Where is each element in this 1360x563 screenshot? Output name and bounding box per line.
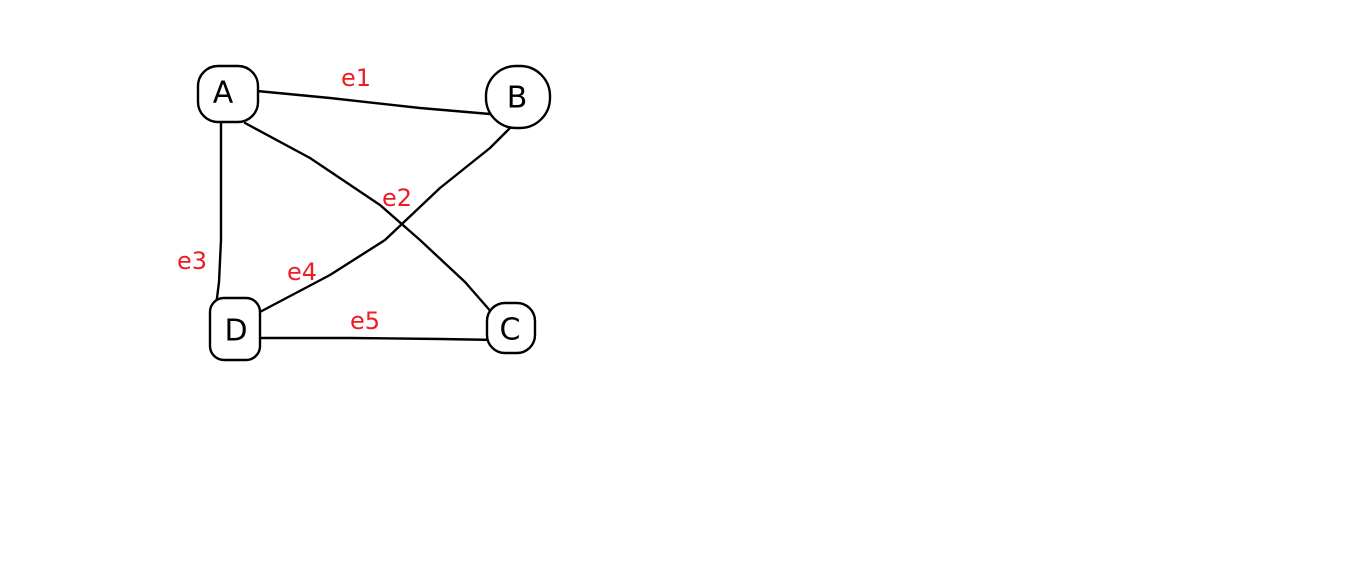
node-D: D: [208, 296, 262, 362]
edge-e4: [256, 122, 516, 315]
node-A-circle: [196, 64, 260, 124]
node-C-label: C: [500, 313, 521, 348]
node-B-label: B: [507, 81, 528, 116]
node-B: B: [484, 64, 552, 130]
edge-labels-layer: e1 e2 e3 e4 e5: [177, 64, 412, 335]
node-B-circle: [484, 64, 552, 130]
edges-layer: [214, 89, 516, 342]
edge-e2: [243, 121, 502, 324]
edge-label-e5: e5: [350, 307, 380, 335]
edge-e5: [256, 336, 500, 342]
node-D-circle: [208, 296, 262, 362]
node-C: C: [485, 301, 537, 355]
node-D-label: D: [224, 314, 247, 349]
node-C-circle: [485, 301, 537, 355]
node-A: A: [196, 64, 260, 124]
nodes-layer: A B C D: [196, 64, 552, 362]
edge-label-e3: e3: [177, 247, 207, 275]
node-A-label: A: [213, 76, 234, 111]
edge-e1: [255, 89, 492, 116]
edge-label-e1: e1: [341, 64, 371, 92]
edge-e3: [214, 120, 223, 308]
edge-label-e2: e2: [382, 184, 412, 212]
edge-label-e4: e4: [287, 258, 317, 286]
